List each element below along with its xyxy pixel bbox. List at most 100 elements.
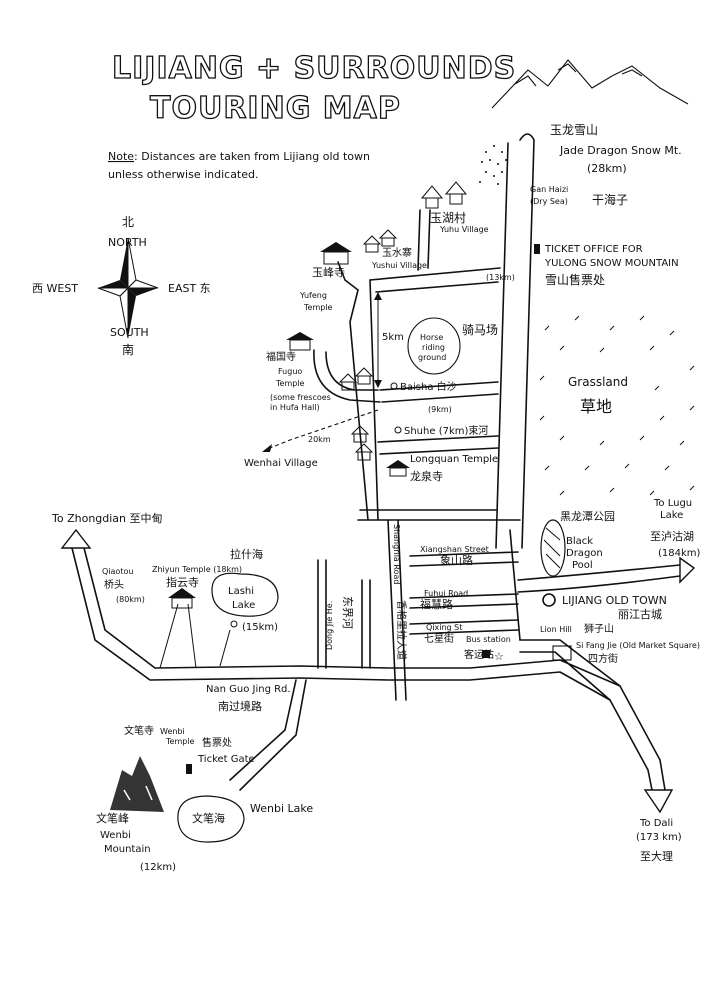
compass-west: 西 WEST [32, 282, 78, 295]
title-line-1: LIJIANG + SURROUNDS [112, 51, 516, 86]
note-text-1: : Distances are taken from Lijiang old t… [134, 150, 370, 163]
lashi-lake-outline [211, 572, 279, 617]
dist-9km: (9km) [428, 405, 452, 414]
lashi-marker-icon [230, 620, 238, 628]
gan-haizi: Gan Haizi [530, 185, 568, 194]
horse-cn: 骑马场 [462, 323, 498, 337]
yufeng-en-1: Yufeng [299, 291, 327, 300]
to-lugu-1: To Lugu [653, 498, 692, 509]
wenbi-mtn-dist: (12km) [140, 862, 176, 873]
wenbi-mtn-1: Wenbi [100, 830, 131, 841]
zhiyun: Zhiyun Temple (18km) [152, 565, 242, 574]
map-title: LIJIANG + SURROUNDS TOURING MAP [111, 50, 516, 126]
horse-line-1: Horse [420, 333, 443, 342]
house-icon-yuhu [420, 181, 468, 209]
house-icon-shuhe [350, 425, 374, 461]
black-dragon-1: Black [566, 536, 593, 547]
ticket-office-cn: 雪山售票处 [545, 272, 605, 287]
lashi-dist: (15km) [242, 622, 278, 633]
horse-line-3: ground [418, 353, 446, 362]
dongjie-cn: 东界河 [341, 596, 354, 629]
temple-icon-zhiyun [168, 588, 196, 609]
fuhui-cn: 福慧路 [420, 597, 453, 611]
fuguo-en-3: (some frescoes [270, 393, 331, 402]
shuhe: Shuhe (7km)束河 [404, 425, 488, 437]
to-lugu-dist: (184km) [658, 548, 701, 559]
bus-en: Bus station [466, 635, 511, 644]
wenbi-temple-2: Temple [165, 737, 195, 746]
qixing-en: Qixing St [426, 623, 462, 632]
ticket-gate-en: Ticket Gate [197, 754, 255, 765]
sifang-cn: 四方街 [588, 652, 618, 665]
star-icon: ☆ [494, 650, 504, 663]
xiangshan-en: Xiangshan Street [420, 545, 489, 554]
fuguo-en-2: Temple [275, 379, 305, 388]
zhiyun-cn: 指云寺 [166, 575, 199, 589]
ticket-office-line-2: YULONG SNOW MOUNTAIN [544, 258, 679, 269]
nanguo-en: Nan Guo Jing Rd. [206, 684, 291, 695]
lion-cn: 狮子山 [584, 622, 614, 635]
horse-line-2: riding [422, 343, 445, 352]
qiaotou-dist: (80km) [116, 595, 145, 604]
to-lugu-cn: 至泸沽湖 [650, 530, 694, 543]
dongjie-en: Dong Jie He. [325, 601, 334, 650]
baisha: Baisha 白沙 [400, 380, 457, 393]
fuguo-en-4: in Hufa Hall) [270, 403, 320, 412]
yushui-cn: 玉水寨 [382, 246, 412, 259]
to-dali-2: (173 km) [636, 832, 682, 843]
temple-icon-longquan [386, 460, 410, 477]
lashi-2: Lake [232, 600, 255, 611]
compass-east: EAST 东 [168, 282, 211, 295]
distance-note: Note: Distances are taken from Lijiang o… [108, 150, 370, 181]
wenbi-mtn-2: Mountain [104, 844, 151, 855]
ticket-gate-cn: 售票处 [202, 736, 232, 749]
dist-20km: 20km [308, 435, 331, 444]
road-network [60, 133, 696, 814]
bus-station-icon [482, 650, 490, 658]
to-zhongdian: To Zhongdian 至中甸 [51, 512, 163, 525]
title-line-2: TOURING MAP [150, 91, 401, 126]
shuhe-marker-icon [394, 426, 402, 434]
jade-dragon-en: Jade Dragon Snow Mt. [559, 144, 682, 157]
temple-icon-yufeng [320, 242, 352, 265]
compass-south-cn: 南 [122, 342, 134, 357]
yushui-en: Yushui Village [371, 261, 427, 270]
wenbi-lake-en: Wenbi Lake [250, 802, 313, 815]
wenbi-temple-cn: 文笔寺 [124, 724, 154, 737]
yufeng-cn: 玉峰寺 [312, 266, 345, 279]
bus-cn: 客运站 [464, 648, 494, 661]
compass-south: SOUTH [110, 326, 149, 339]
fuhui-en: Fuhui Road [424, 589, 468, 598]
horse-riding-ground-oval [407, 317, 461, 375]
wenbi-lake-cn: 文笔海 [192, 811, 225, 825]
shangrila-cn: 香格里拉大道 [395, 600, 408, 660]
dist-13km: (13km) [486, 273, 515, 282]
jade-dragon-cn: 玉龙雪山 [550, 123, 598, 137]
baisha-marker-icon [390, 382, 398, 390]
longquan-en: Longquan Temple [410, 454, 498, 465]
wenbi-lake-outline [177, 795, 245, 843]
grassland-cn: 草地 [580, 397, 612, 416]
qiaotou-en: Qiaotou [102, 567, 133, 576]
wenhai: Wenhai Village [244, 458, 318, 469]
note-text-2: unless otherwise indicated. [108, 168, 259, 181]
longquan-cn: 龙泉寺 [410, 469, 443, 483]
old-town-en: LIJIANG OLD TOWN [562, 594, 667, 607]
black-dragon-cn: 黑龙潭公园 [560, 510, 615, 523]
black-dragon-pool-icon [540, 519, 566, 577]
xiangshan-cn: 象山路 [440, 554, 473, 567]
wenbi-mtn-cn: 文笔峰 [96, 811, 129, 825]
to-dali-cn: 至大理 [640, 849, 673, 863]
sifang-en: Si Fang Jie (Old Market Square) [576, 641, 700, 650]
house-icon-baisha [338, 367, 374, 391]
ticket-office-line-1: TICKET OFFICE FOR [544, 244, 643, 255]
svg-text:Note: Distances are taken from: Note: Distances are taken from Lijiang o… [108, 150, 370, 163]
gan-haizi-cn: 干海子 [592, 192, 628, 207]
black-dragon-3: Pool [572, 560, 593, 571]
yuhu-en: Yuhu Village [439, 225, 489, 234]
snow-mountain-icon [491, 59, 689, 109]
ticket-gate-marker-icon [186, 764, 192, 774]
fuguo-cn: 福国寺 [266, 350, 296, 363]
lion-en: Lion Hill [540, 625, 572, 634]
